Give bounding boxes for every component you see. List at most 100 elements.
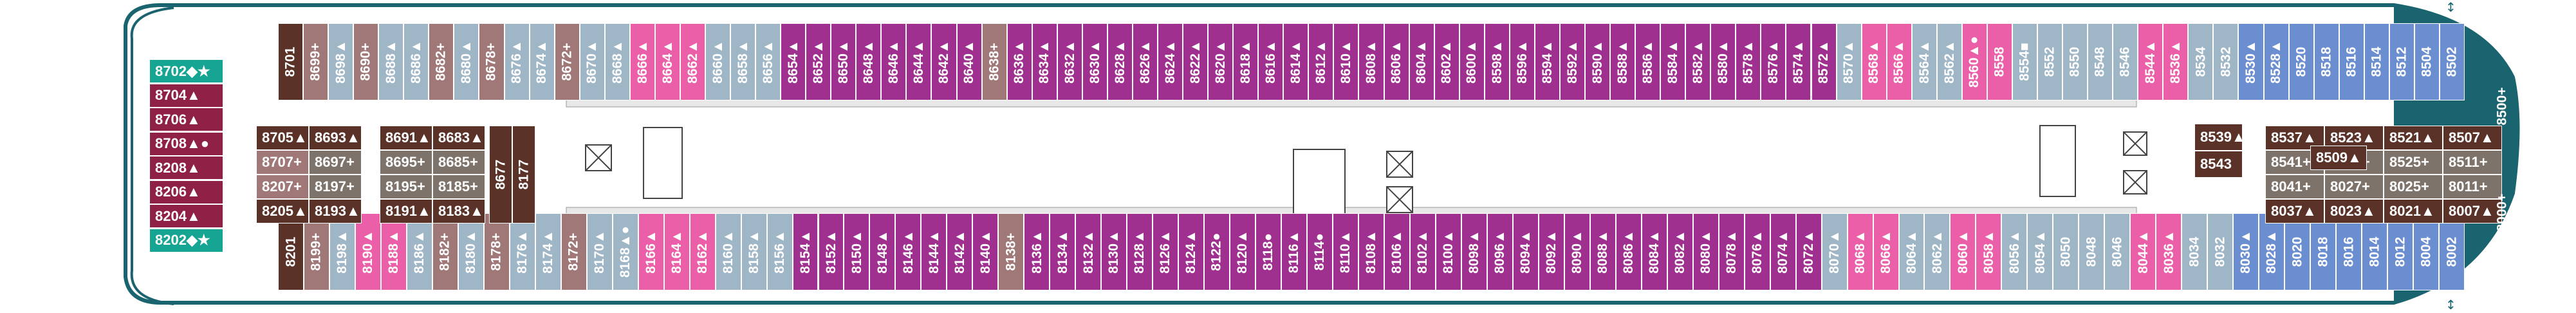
cabin-bottom[interactable]: 8094▲ (1512, 213, 1539, 290)
cabin-bottom[interactable]: 8096▲ (1487, 213, 1513, 290)
cabin-bottom[interactable]: 8004 (2413, 213, 2440, 290)
cabin-bottom[interactable]: 8058▲ (1976, 213, 2002, 290)
suite[interactable]: 8702◆★ (149, 59, 223, 83)
cabin-bottom[interactable]: 8050 (2053, 213, 2079, 290)
cabin-top[interactable]: 8574▲ (1786, 23, 1812, 100)
cabin-bottom[interactable]: 8132▲ (1075, 213, 1102, 290)
cabin-bottom[interactable]: 8012 (2387, 213, 2414, 290)
cabin-bottom[interactable]: 8146▲ (895, 213, 922, 290)
cabin-bottom[interactable]: 8126▲ (1153, 213, 1179, 290)
cabin-top[interactable]: 8596▲ (1509, 23, 1535, 100)
suite[interactable]: 8708▲● (149, 131, 223, 156)
cabin-bottom[interactable]: 8064▲ (1898, 213, 1925, 290)
cabin-inner[interactable]: 8677 (489, 126, 512, 223)
cabin-top[interactable]: 8628▲ (1107, 23, 1133, 100)
cabin-bottom[interactable]: 8082▲ (1667, 213, 1693, 290)
cabin-bottom[interactable]: 8186▲ (406, 213, 432, 290)
cabin-bottom[interactable]: 8162▲ (689, 213, 716, 290)
cabin-top[interactable]: 8604▲ (1409, 23, 1434, 100)
cabin-top[interactable]: 8632▲ (1057, 23, 1082, 100)
cabin-inner[interactable]: 8539▲● (2194, 124, 2254, 151)
cabin-bottom[interactable]: 8102▲ (1409, 213, 1436, 290)
cabin-bottom[interactable]: 8044▲ (2130, 213, 2156, 290)
cabin-top[interactable]: 8654▲ (781, 23, 806, 100)
cabin-bottom[interactable]: 8152▲ (818, 213, 844, 290)
cabin-inner[interactable]: 8197+ (309, 175, 362, 199)
cabin-bottom[interactable]: 8136▲ (1024, 213, 1050, 290)
cabin-top[interactable]: 8546 (2113, 23, 2138, 100)
cabin-top[interactable]: 8672+ (554, 23, 580, 100)
cabin-top[interactable]: 8578▲ (1736, 23, 1761, 100)
cabin-bottom[interactable]: 8156▲ (766, 213, 793, 290)
cabin-bottom[interactable]: 8062▲ (1924, 213, 1951, 290)
suite[interactable]: 8208▲ (149, 156, 223, 180)
cabin-bottom[interactable]: 8066▲ (1873, 213, 1899, 290)
cabin-top[interactable]: 8699+ (303, 23, 329, 100)
cabin-inner[interactable]: 8041+ (2265, 175, 2324, 199)
cabin-inner[interactable]: 8027+ (2324, 175, 2384, 199)
cabin-bottom[interactable]: 8028▲ (2259, 213, 2285, 290)
cabin-bottom[interactable]: 8198▲ (329, 213, 355, 290)
cabin-bottom[interactable]: 8134▲ (1050, 213, 1076, 290)
cabin-bottom[interactable]: 8122● (1204, 213, 1230, 290)
cabin-bottom[interactable]: 8110▲ (1333, 213, 1358, 290)
cabin-bottom[interactable]: 8098▲ (1461, 213, 1487, 290)
cabin-bottom[interactable]: 8002 (2439, 213, 2465, 290)
cabin-top[interactable]: 8690+ (353, 23, 379, 100)
cabin-top[interactable]: 8568▲ (1861, 23, 1887, 100)
cabin-top[interactable]: 8678+ (479, 23, 505, 100)
cabin-bottom[interactable]: 8188▲ (380, 213, 407, 290)
cabin-top[interactable]: 8616▲ (1258, 23, 1284, 100)
cabin-top[interactable]: 8552 (2037, 23, 2063, 100)
cabin-inner[interactable]: 8011+ (2443, 175, 2502, 199)
cabin-top[interactable]: 8536▲ (2163, 23, 2189, 100)
cabin-top[interactable]: 8598▲ (1484, 23, 1510, 100)
cabin-top[interactable]: 8520 (2288, 23, 2314, 100)
cabin-top[interactable]: 8652▲ (806, 23, 831, 100)
cabin-bottom[interactable]: 8078▲ (1718, 213, 1745, 290)
cabin-top[interactable]: 8594▲ (1534, 23, 1560, 100)
cabin-inner[interactable]: 8183▲ (432, 199, 485, 223)
cabin-bottom[interactable]: 8170▲ (586, 213, 613, 290)
cabin-bottom[interactable]: 8168▲● (612, 213, 638, 290)
cabin-bottom[interactable]: 8074▲ (1770, 213, 1796, 290)
cabin-top[interactable]: 8646▲ (881, 23, 907, 100)
suite[interactable]: 8204▲ (149, 204, 223, 228)
cabin-bottom[interactable]: 8201 (278, 213, 304, 290)
cabin-bottom[interactable]: 8084▲ (1641, 213, 1667, 290)
cabin-bottom[interactable]: 8046 (2104, 213, 2131, 290)
cabin-top[interactable]: 8564▲ (1911, 23, 1937, 100)
cabin-top[interactable]: 8668▲ (604, 23, 630, 100)
cabin-top[interactable]: 8562▲ (1936, 23, 1962, 100)
cabin-bottom[interactable]: 8060▲ (1950, 213, 1976, 290)
cabin-top[interactable]: 8582▲ (1685, 23, 1711, 100)
cabin-bottom[interactable]: 8106▲ (1384, 213, 1410, 290)
cabin-top[interactable]: 8558 (1987, 23, 2012, 100)
cabin-top[interactable]: 8528▲ (2263, 23, 2289, 100)
cabin-bottom[interactable]: 8124▲ (1178, 213, 1205, 290)
cabin-bottom[interactable]: 8092▲ (1538, 213, 1564, 290)
cabin-top[interactable]: 8642▲ (931, 23, 957, 100)
cabin-bottom[interactable]: 8086▲ (1615, 213, 1642, 290)
cabin-bottom[interactable]: 8034 (2182, 213, 2208, 290)
cabin-inner[interactable]: 8697+ (309, 150, 362, 175)
cabin-inner[interactable]: 8525+ (2384, 150, 2443, 175)
cabin-bottom[interactable]: 8144▲ (921, 213, 947, 290)
cabin-top[interactable]: 8662▲ (680, 23, 705, 100)
cabin-top[interactable]: 8570▲ (1836, 23, 1862, 100)
cabin-bottom[interactable]: 8154▲ (792, 213, 819, 290)
cabin-top[interactable]: 8688▲ (378, 23, 404, 100)
cabin-top[interactable]: 8698▲ (328, 23, 354, 100)
cabin-bottom[interactable]: 8182+ (432, 213, 458, 290)
cabin-inner[interactable]: 8023▲ (2324, 199, 2384, 223)
cabin-bottom[interactable]: 8138+ (998, 213, 1024, 290)
cabin-top[interactable]: 8518 (2313, 23, 2339, 100)
suite[interactable]: 8206▲ (149, 180, 223, 204)
cabin-bottom[interactable]: 8090▲ (1564, 213, 1590, 290)
cabin-top[interactable]: 8586▲ (1635, 23, 1661, 100)
cabin-inner[interactable]: 8683▲ (432, 126, 485, 150)
cabin-inner[interactable]: 8185+ (432, 175, 485, 199)
cabin-inner[interactable]: 8025+ (2384, 175, 2443, 199)
cabin-bottom[interactable]: 8140▲ (972, 213, 999, 290)
cabin-top[interactable]: 8592▲ (1559, 23, 1585, 100)
